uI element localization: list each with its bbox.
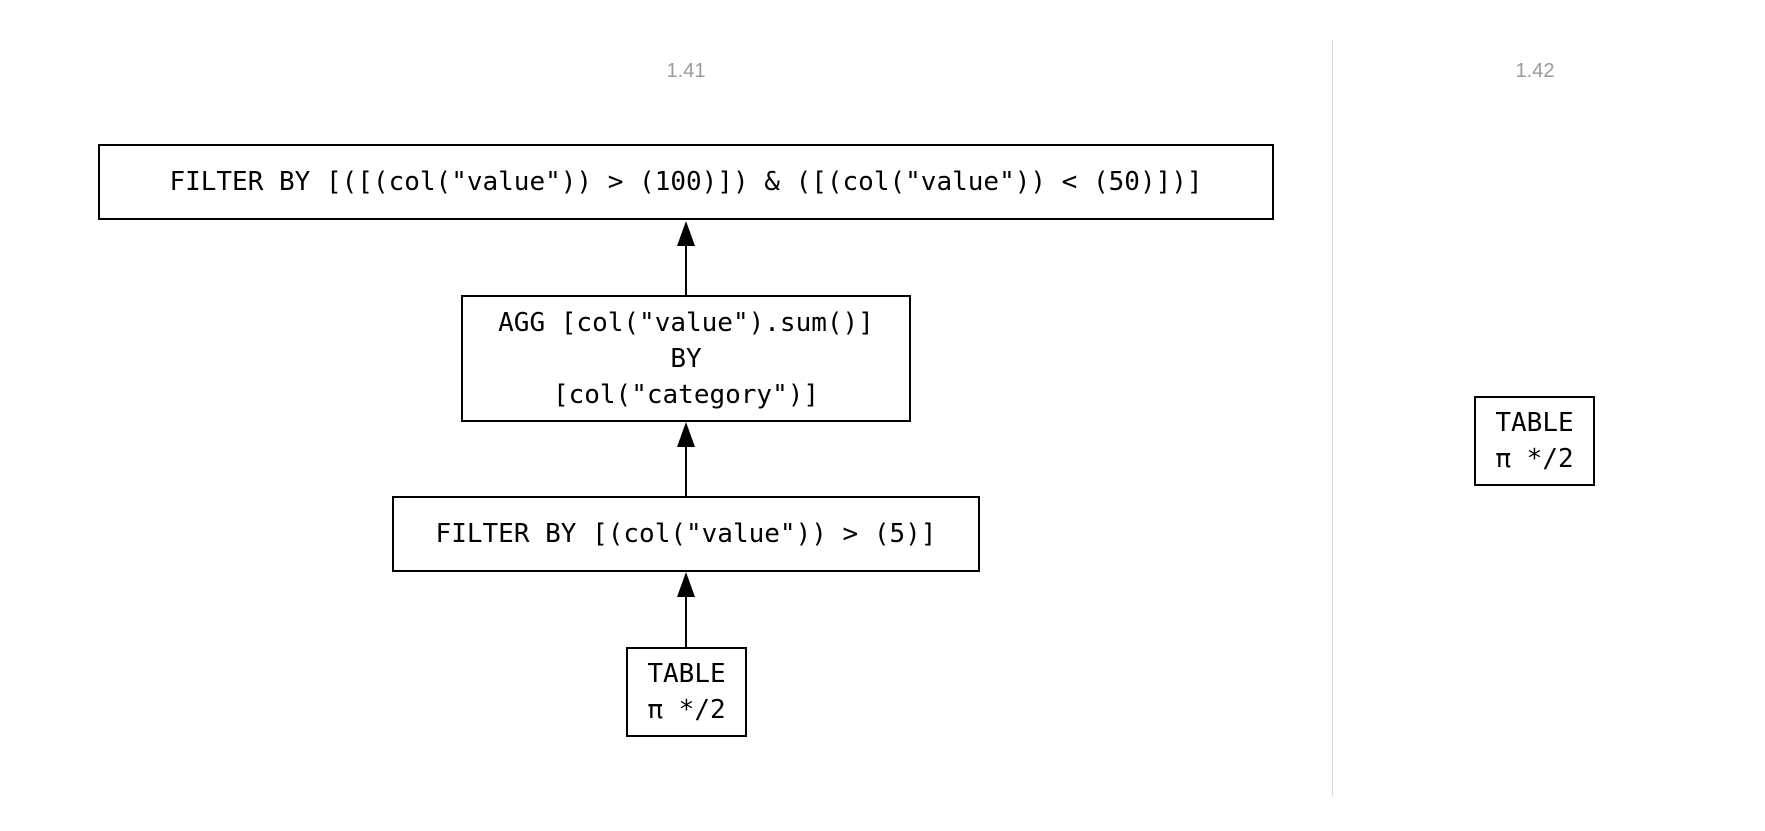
node-filter-top-line-1: FILTER BY [([(col("value")) > (100)]) & … [169,167,1203,197]
node-table-right-line-2: π */2 [1495,444,1574,474]
node-table-right: TABLE π */2 [1474,396,1595,486]
column-divider [1332,40,1333,796]
version-label-right: 1.42 [1515,60,1555,82]
node-filter-top: FILTER BY [([(col("value")) > (100)]) & … [98,144,1274,220]
edge-table-to-filter [677,572,695,647]
node-filter-inner-line-1: FILTER BY [(col("value")) > (5)] [435,519,937,549]
node-table-left-line-1: TABLE [647,659,726,689]
node-agg-line-1: AGG [col("value").sum()] [498,307,874,338]
edge-agg-to-filter-top [677,221,695,296]
node-agg-line-3: [col("category")] [552,379,820,410]
node-table-right-line-1: TABLE [1495,408,1574,438]
node-agg: AGG [col("value").sum()] BY [col("catego… [461,295,911,422]
node-agg-line-2: BY [670,343,702,374]
node-table-left: TABLE π */2 [626,647,747,737]
node-filter-inner: FILTER BY [(col("value")) > (5)] [392,496,980,572]
node-table-left-line-2: π */2 [647,695,726,725]
edge-filter-to-agg [677,422,695,496]
version-label-left: 1.41 [666,60,706,82]
